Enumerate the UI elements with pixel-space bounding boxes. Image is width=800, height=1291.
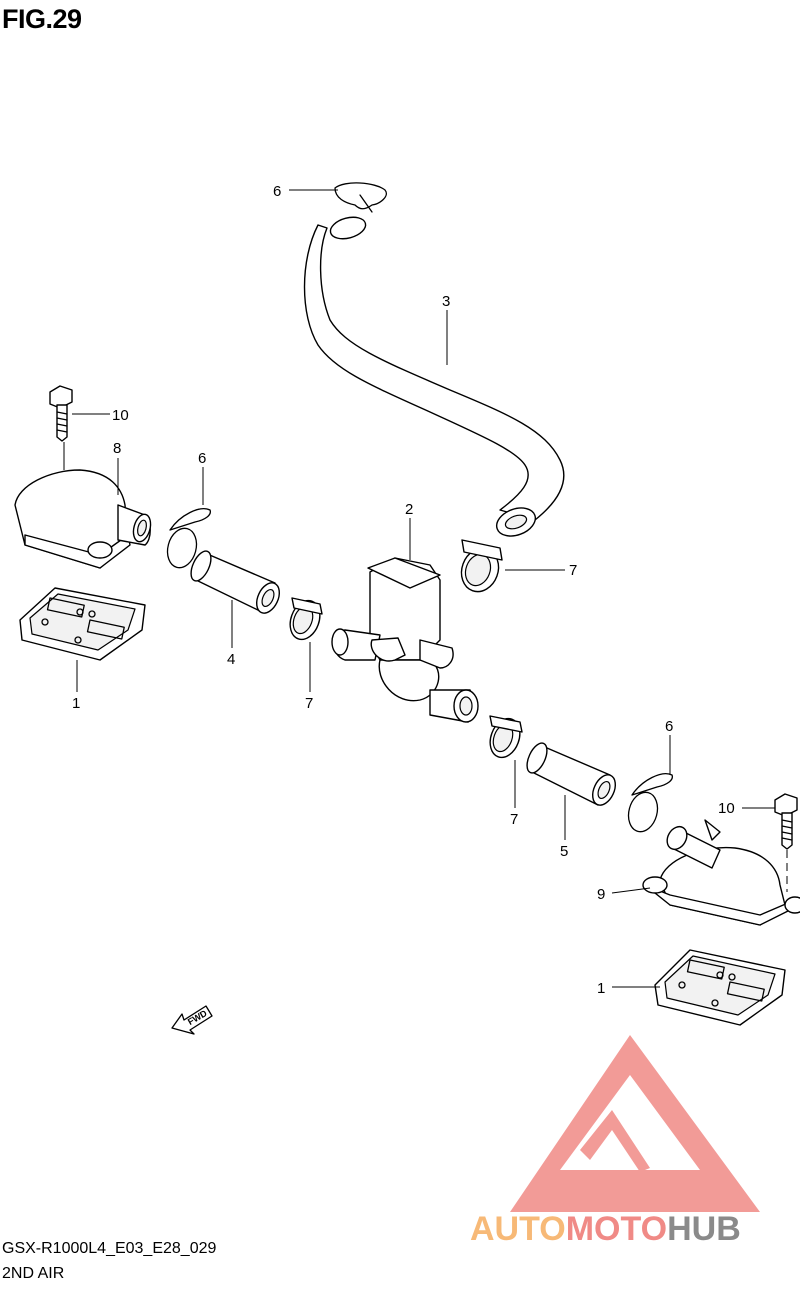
cover-part-8 <box>14 469 152 569</box>
bolt-part-10-right <box>774 793 798 850</box>
clamp-part-7-left <box>289 597 323 641</box>
watermark-auto: AUTO <box>470 1210 566 1248</box>
figure-title: FIG.29 <box>2 4 82 34</box>
callout-7-right: 7 <box>510 811 518 828</box>
clip-part-6-left <box>166 508 211 569</box>
watermark-hub: HUB <box>667 1210 741 1248</box>
callout-3: 3 <box>442 293 450 310</box>
figure-code: GSX-R1000L4_E03_E28_029 <box>2 1240 217 1257</box>
watermark-logo <box>510 1035 760 1212</box>
bolt-part-10-left <box>49 385 73 442</box>
hose-part-3 <box>303 216 565 537</box>
reed-valve-part-1-lower <box>654 949 786 1026</box>
clip-part-6-top <box>334 182 387 213</box>
cover-part-9 <box>642 819 800 926</box>
leader-lines <box>63 189 788 988</box>
callout-10-left: 10 <box>112 407 129 424</box>
callout-7-left: 7 <box>305 695 313 712</box>
clip-part-6-right <box>627 773 673 833</box>
figure-name: 2ND AIR <box>2 1265 65 1282</box>
reed-valve-part-1-upper <box>19 587 146 661</box>
valve-part-2 <box>331 557 479 723</box>
hose-part-4 <box>190 550 281 614</box>
callout-8: 8 <box>113 440 121 457</box>
callout-1-lower: 1 <box>597 980 605 997</box>
watermark-moto: MOTO <box>566 1210 667 1248</box>
hose-part-5 <box>526 742 617 806</box>
clamp-part-7-upper <box>460 539 503 593</box>
callout-6-right: 6 <box>665 718 673 735</box>
callout-10-right: 10 <box>718 800 735 817</box>
callout-6-left: 6 <box>198 450 206 467</box>
callout-6-top: 6 <box>273 183 281 200</box>
callout-1-upper: 1 <box>72 695 80 712</box>
forward-arrow-icon: FWD <box>171 1005 213 1035</box>
callout-9: 9 <box>597 886 605 903</box>
callout-5: 5 <box>560 843 568 860</box>
watermark-text: AUTOMOTOHUB <box>470 1210 741 1248</box>
callout-4: 4 <box>227 651 235 668</box>
callout-7-upper: 7 <box>569 562 577 579</box>
clamp-part-7-right <box>489 715 523 759</box>
callout-2: 2 <box>405 501 413 518</box>
